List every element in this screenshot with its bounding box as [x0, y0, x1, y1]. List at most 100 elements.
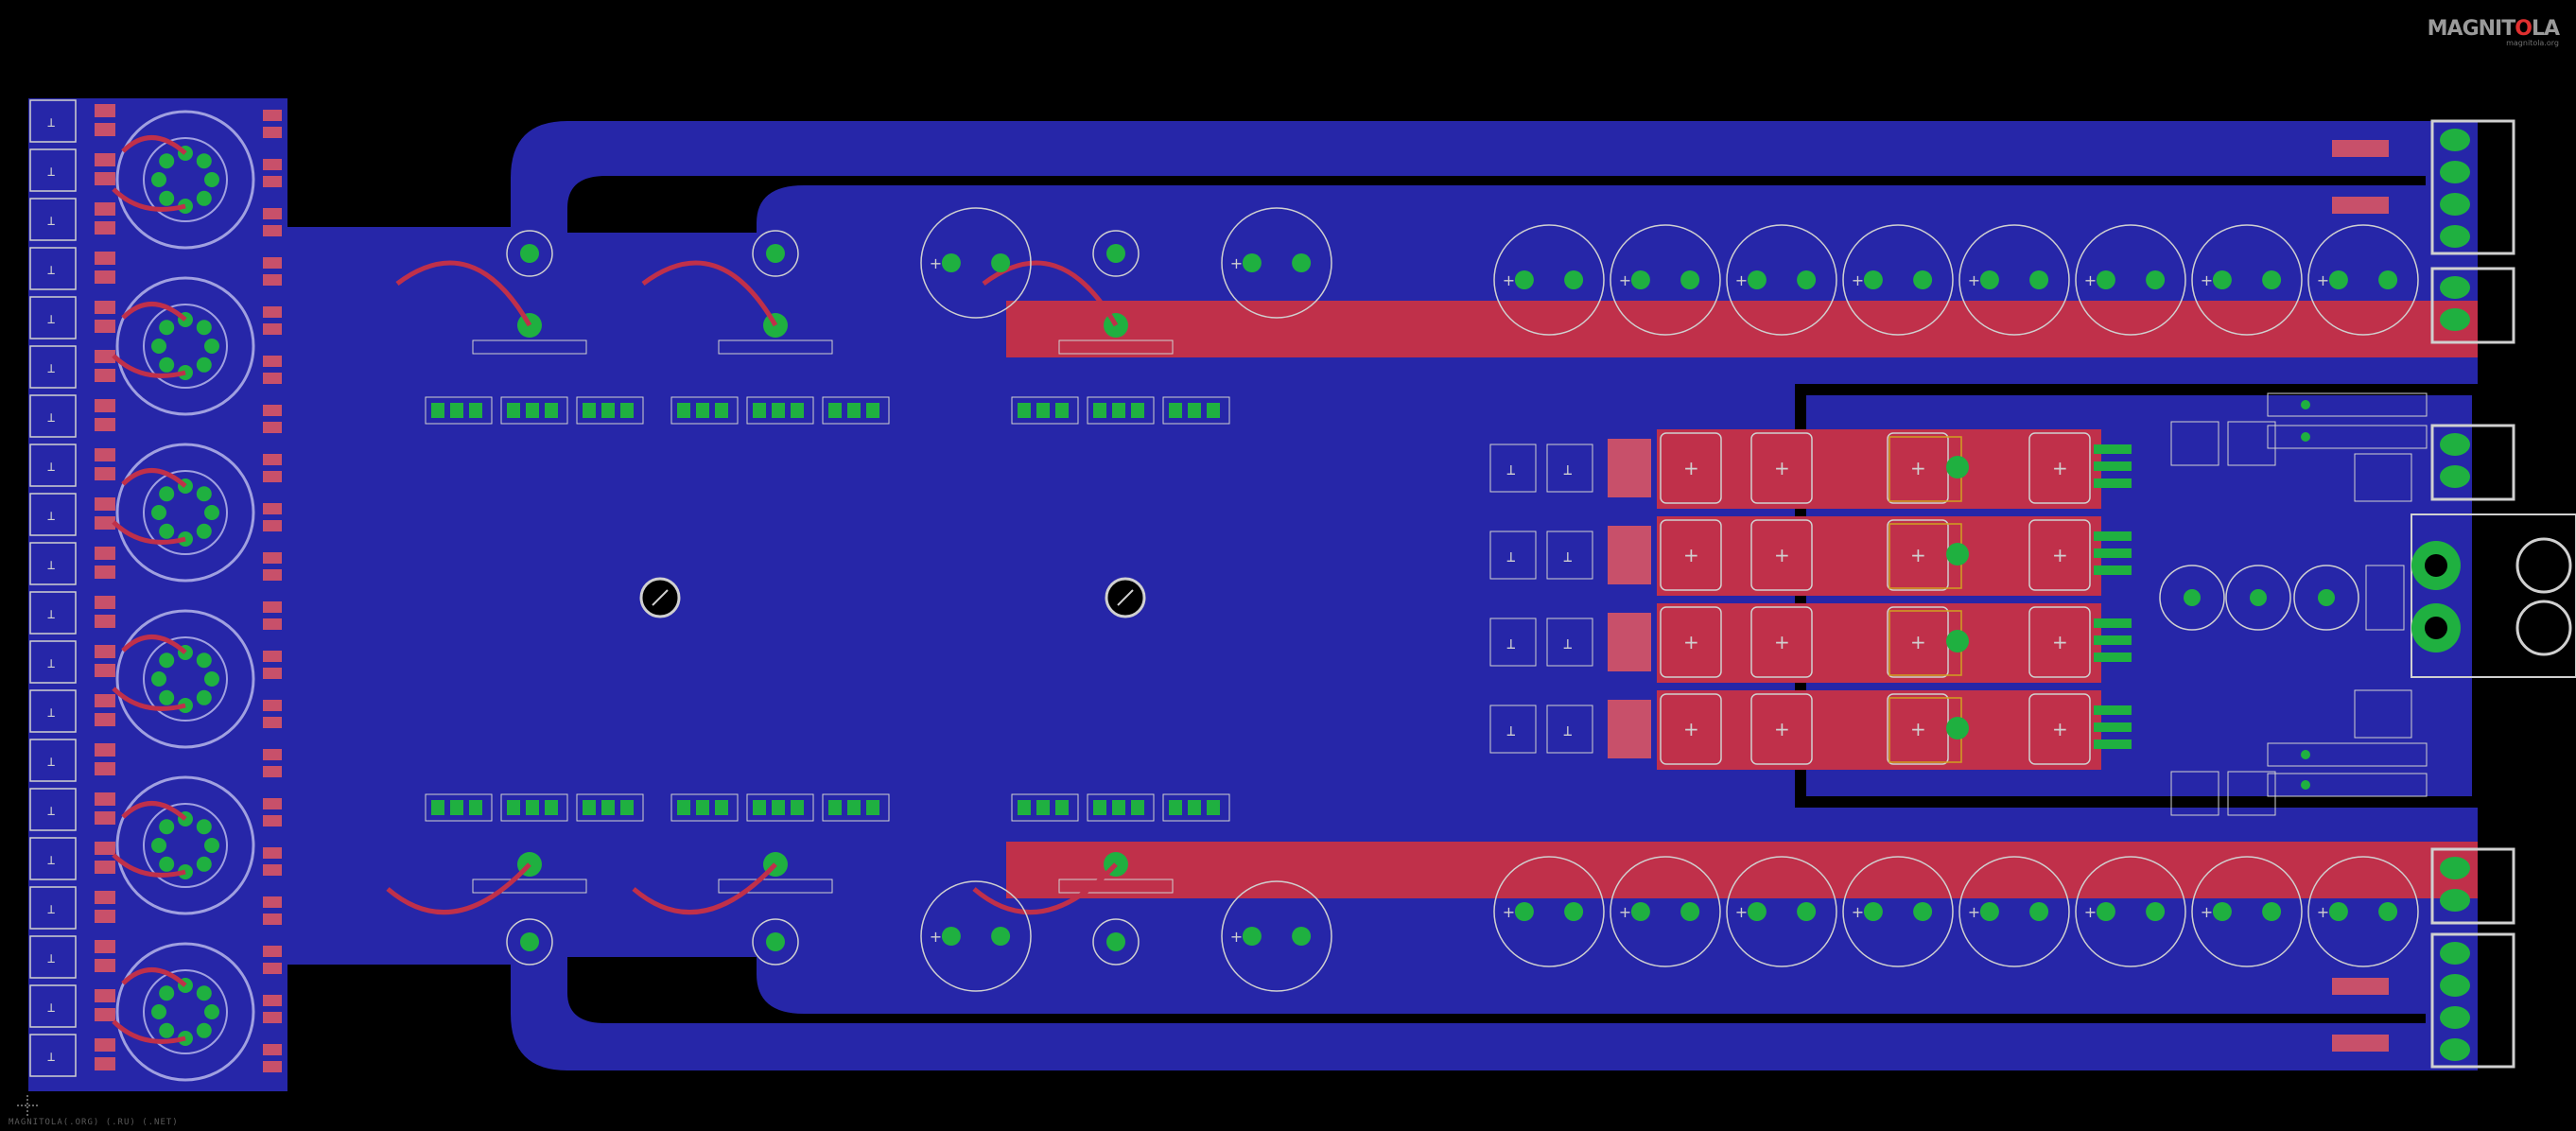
smd-pad: [95, 497, 115, 511]
smd-pad: [263, 552, 282, 564]
connector-pad: [2440, 308, 2470, 331]
smd-pad: [95, 664, 115, 677]
rail-capacitor-top: [2191, 224, 2303, 336]
rail-capacitor-top: [1842, 224, 1954, 336]
connector-icon: [2430, 847, 2515, 925]
smd-package-outline: [1162, 396, 1230, 425]
connector-pad: [2440, 857, 2470, 879]
smd-pad: [583, 403, 596, 418]
smd-pad: [1207, 800, 1220, 815]
capacitor-pad: [2096, 902, 2115, 921]
smd-pad: [753, 800, 766, 815]
smd-pad: [95, 645, 115, 658]
smd-pad: [772, 800, 785, 815]
capacitor-pad: [1680, 270, 1700, 289]
rail-capacitor-bottom: [2075, 856, 2186, 967]
smd-pad: [263, 749, 282, 760]
transistor-icon: +: [2052, 544, 2068, 566]
smd-pad: [866, 800, 879, 815]
transistor-icon: [766, 932, 785, 951]
smd-capacitor-outline: [2354, 689, 2412, 739]
capacitor-icon: +: [2084, 903, 2097, 921]
smd-package-outline: [670, 396, 739, 425]
smd-pad: [263, 176, 282, 187]
connector-icon: [2430, 119, 2515, 255]
din-connector-inner: [143, 969, 228, 1054]
smd-pad: [263, 700, 282, 711]
rail-capacitor-top: [2075, 224, 2186, 336]
connector-pad: [2440, 161, 2470, 183]
power-transistor-outline: [2028, 432, 2091, 504]
capacitor-icon: +: [2201, 903, 2213, 921]
capacitor-icon: +: [1735, 903, 1748, 921]
bias-capacitor: [2225, 565, 2291, 631]
din-pin-pad: [196, 153, 212, 169]
smd-pad: [1112, 800, 1125, 815]
din-pin-pad: [196, 1022, 212, 1038]
power-transistor-outline: [1660, 693, 1722, 765]
din-connector-inner: [143, 470, 228, 555]
power-transistor-outline: [1750, 432, 1813, 504]
din-connector-outline: [115, 609, 255, 749]
capacitor-icon: +: [1230, 928, 1243, 946]
smd-capacitor-outline: [29, 788, 77, 831]
smd-package-outline: [822, 396, 890, 425]
capacitor-icon: ⊥: [47, 951, 55, 966]
capacitor-icon: +: [1968, 903, 1980, 921]
smd-pad: [469, 403, 482, 418]
input-trace: [112, 302, 187, 378]
smd-pad: [263, 766, 282, 777]
capacitor-icon: ⊥: [47, 263, 55, 278]
capacitor-pad: [1630, 270, 1650, 289]
smd-pad: [847, 800, 861, 815]
smd-pad: [715, 800, 728, 815]
smd-pad: [696, 403, 709, 418]
smd-pad: [715, 403, 728, 418]
capacitor-pad: [2029, 902, 2049, 921]
via-pad: [2301, 432, 2310, 442]
signal-trace: [641, 260, 778, 327]
magnitola-logo[interactable]: MAGNITOLA magnitola.org: [2428, 17, 2560, 47]
smd-pad: [263, 946, 282, 957]
smd-package-outline: [1011, 396, 1079, 425]
connector-pad: [2440, 889, 2470, 912]
capacitor-pad: [1630, 902, 1650, 921]
smd-pad: [791, 800, 804, 815]
smd-pad: [95, 713, 115, 726]
capacitor-icon: +: [930, 928, 942, 946]
rail-capacitor-bottom: [1958, 856, 2070, 967]
capacitor-pad: [1564, 270, 1584, 289]
din-pin-pad: [151, 1004, 166, 1019]
driver-capacitor: [1221, 207, 1332, 319]
smd-pad: [1093, 800, 1106, 815]
transistor-icon: [1106, 932, 1125, 951]
smd-pad: [95, 399, 115, 412]
capacitor-pad: [1863, 902, 1883, 921]
din-pin-pad: [159, 652, 175, 669]
smd-pad: [450, 403, 463, 418]
capacitor-icon: ⊥: [47, 1050, 55, 1065]
capacitor-pad: [2212, 270, 2232, 289]
din-pin-pad: [196, 523, 212, 539]
capacitor-pad: [1979, 902, 1999, 921]
connector-pad: [2440, 276, 2470, 299]
capacitor-pad: [1564, 902, 1584, 921]
capacitor-pad: [1747, 902, 1767, 921]
smd-capacitor-outline: [29, 296, 77, 339]
smd-pad: [263, 323, 282, 335]
smd-package-outline: [500, 396, 568, 425]
resistor-outline: [718, 339, 833, 355]
smd-pad: [263, 208, 282, 219]
via-pad: [1946, 543, 1969, 566]
smd-resistor: [2332, 140, 2389, 157]
bias-capacitor: [2293, 565, 2359, 631]
capacitor-pad: [2184, 589, 2201, 606]
transistor-icon: [766, 244, 785, 263]
smd-pad: [2094, 705, 2132, 715]
logo-text-b: LA: [2531, 17, 2560, 41]
capacitor-icon: +: [1230, 254, 1243, 272]
capacitor-icon: ⊥: [1563, 635, 1573, 652]
power-resistor-pad: [1608, 439, 1651, 497]
